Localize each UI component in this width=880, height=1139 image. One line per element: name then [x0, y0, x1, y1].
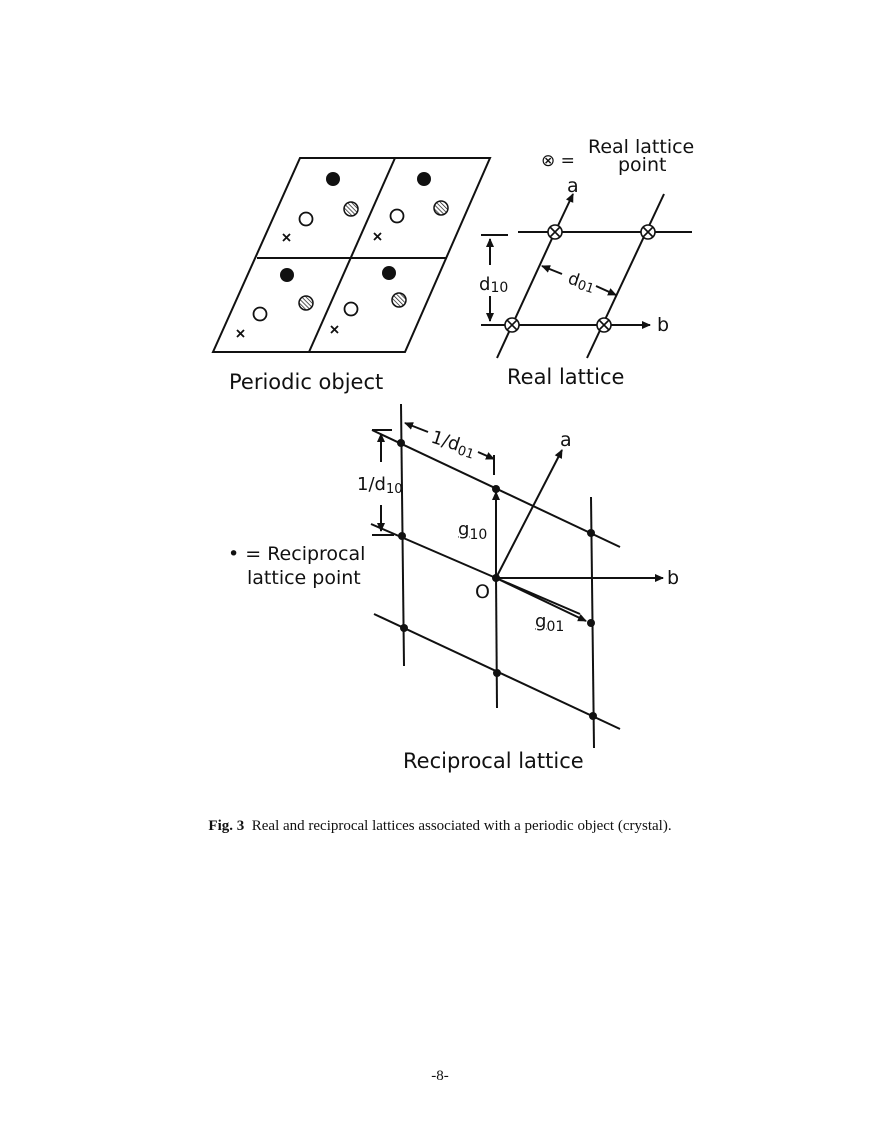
reciprocal-lattice-point [589, 712, 597, 720]
inv-d01-arrow-left [404, 422, 429, 433]
filled-atom [280, 268, 294, 282]
real-lattice-legend-symbol: ⊗ = [541, 151, 575, 171]
inv-d10-label: 1/d10 [357, 474, 403, 497]
cross-atom [236, 329, 245, 338]
inv-d01-label-sub: 01 [455, 443, 475, 462]
filled-atom [326, 172, 340, 186]
inv-d01-label: 1/d01 [428, 427, 478, 463]
d01-arrow-left [541, 265, 563, 275]
reciprocal-lattice-point [492, 485, 500, 493]
real-lattice-points [504, 224, 656, 333]
reciprocal-lattice-point [397, 439, 405, 447]
hatched-atom [391, 292, 407, 308]
real-lattice-axis-b-label: b [657, 314, 669, 336]
d10-label-main: d [479, 274, 490, 295]
reciprocal-axis-a-label: a [560, 429, 572, 451]
real-lattice-left-line [496, 231, 556, 359]
reciprocal-legend-line1: • = Reciprocal [228, 543, 365, 565]
g01-label-main: g [535, 611, 546, 632]
g10-label: g10 [458, 519, 487, 543]
d01-label-sub: 01 [575, 278, 595, 297]
motif-cell-top-right [373, 172, 449, 241]
reciprocal-lattice-point [400, 624, 408, 632]
figure-caption-label: Fig. 3 [208, 818, 245, 834]
real-lattice-axis-a-label: a [567, 175, 579, 197]
periodic-object-diagram [211, 157, 492, 353]
reciprocal-lattice-point [587, 529, 595, 537]
cross-atom [282, 233, 291, 242]
real-lattice-title: Real lattice [507, 365, 624, 389]
real-lattice-point [547, 224, 563, 240]
cross-atom [330, 325, 339, 334]
g01-vector [495, 577, 587, 622]
reciprocal-origin-label: O [475, 581, 490, 603]
motif-cell-bottom-left [236, 268, 314, 338]
motif-cell-bottom-right [330, 266, 407, 334]
reciprocal-lattice-origin-point [492, 574, 500, 582]
periodic-object-outline [211, 157, 492, 353]
d01-label: d01 [565, 269, 597, 297]
real-lattice-right-line [586, 193, 665, 359]
real-lattice-point [504, 317, 520, 333]
figure-caption: Fig. 3 Real and reciprocal lattices asso… [0, 818, 880, 835]
open-atom [252, 306, 268, 322]
figure-caption-text: Real and reciprocal lattices associated … [251, 818, 672, 834]
reciprocal-axis-b-label: b [667, 567, 679, 589]
open-atom [298, 211, 314, 227]
filled-atom [417, 172, 431, 186]
real-lattice-point [596, 317, 612, 333]
reciprocal-lattice-title: Reciprocal lattice [403, 749, 584, 773]
d10-label: d10 [479, 274, 508, 296]
inv-d10-label-sub: 10 [386, 482, 403, 497]
periodic-object-vertical-divider [308, 157, 396, 353]
reciprocal-vertical-line-middle [495, 574, 498, 709]
g01-label-sub: 01 [546, 619, 564, 635]
real-lattice-legend-line2: point [618, 154, 666, 176]
reciprocal-lattice-point [587, 619, 595, 627]
g10-label-main: g [458, 519, 469, 540]
filled-atom [382, 266, 396, 280]
open-atom [389, 208, 405, 224]
open-atom [343, 301, 359, 317]
g10-label-sub: 10 [469, 527, 487, 543]
real-lattice-point [640, 224, 656, 240]
d10-label-sub: 10 [490, 280, 508, 296]
periodic-object-title: Periodic object [229, 370, 383, 394]
inv-d01-arrow-right [477, 451, 495, 460]
hatched-atom [433, 200, 449, 216]
d01-arrow-right [595, 285, 617, 296]
reciprocal-legend-line2: lattice point [247, 567, 361, 589]
inv-d10-label-main: 1/d [357, 474, 386, 495]
reciprocal-a-axis [495, 449, 563, 579]
real-lattice-legend-line1: Real lattice [588, 136, 694, 158]
reciprocal-lattice-diagram [370, 403, 664, 749]
hatched-atom [343, 201, 359, 217]
reciprocal-lattice-point [398, 532, 406, 540]
reciprocal-lattice-point [493, 669, 501, 677]
motif-cell-top-left [282, 172, 359, 242]
page-number: -8- [431, 1068, 449, 1084]
cross-atom [373, 232, 382, 241]
hatched-atom [298, 295, 314, 311]
reciprocal-lattice-points [397, 439, 597, 720]
reciprocal-row-2 [370, 523, 497, 579]
g01-label: g01 [535, 611, 564, 635]
